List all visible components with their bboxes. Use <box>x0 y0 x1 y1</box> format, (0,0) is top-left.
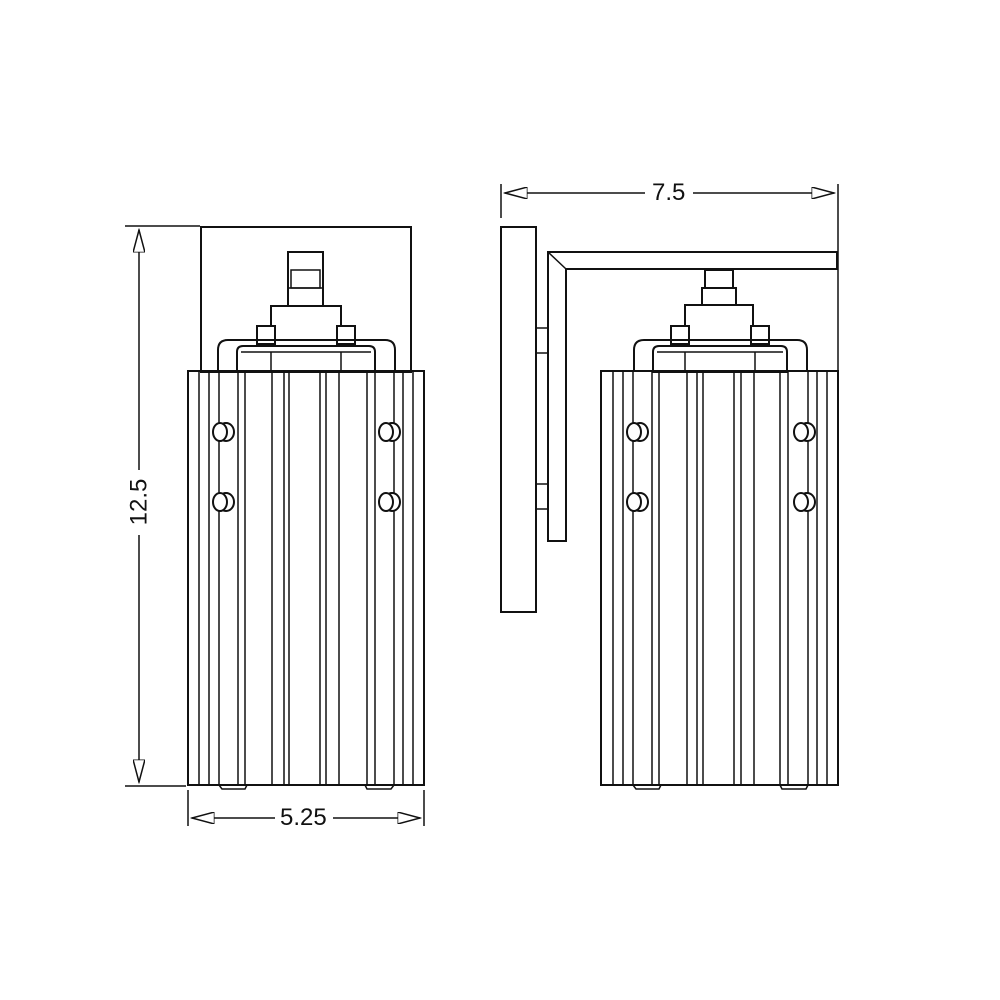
side-shade <box>600 370 839 786</box>
side-view <box>500 226 839 790</box>
front-view <box>187 226 425 790</box>
width-dimension <box>187 790 425 826</box>
extension-dimension <box>500 184 839 372</box>
height-dimension <box>125 225 200 787</box>
width-dimension-label: 5.25 <box>276 806 331 830</box>
front-screws <box>212 422 401 512</box>
side-wallplate <box>500 226 537 613</box>
side-screws <box>626 422 816 512</box>
height-dimension-label: 12.5 <box>125 474 152 530</box>
front-shade <box>187 370 425 786</box>
extension-dimension-label: 7.5 <box>648 181 690 205</box>
